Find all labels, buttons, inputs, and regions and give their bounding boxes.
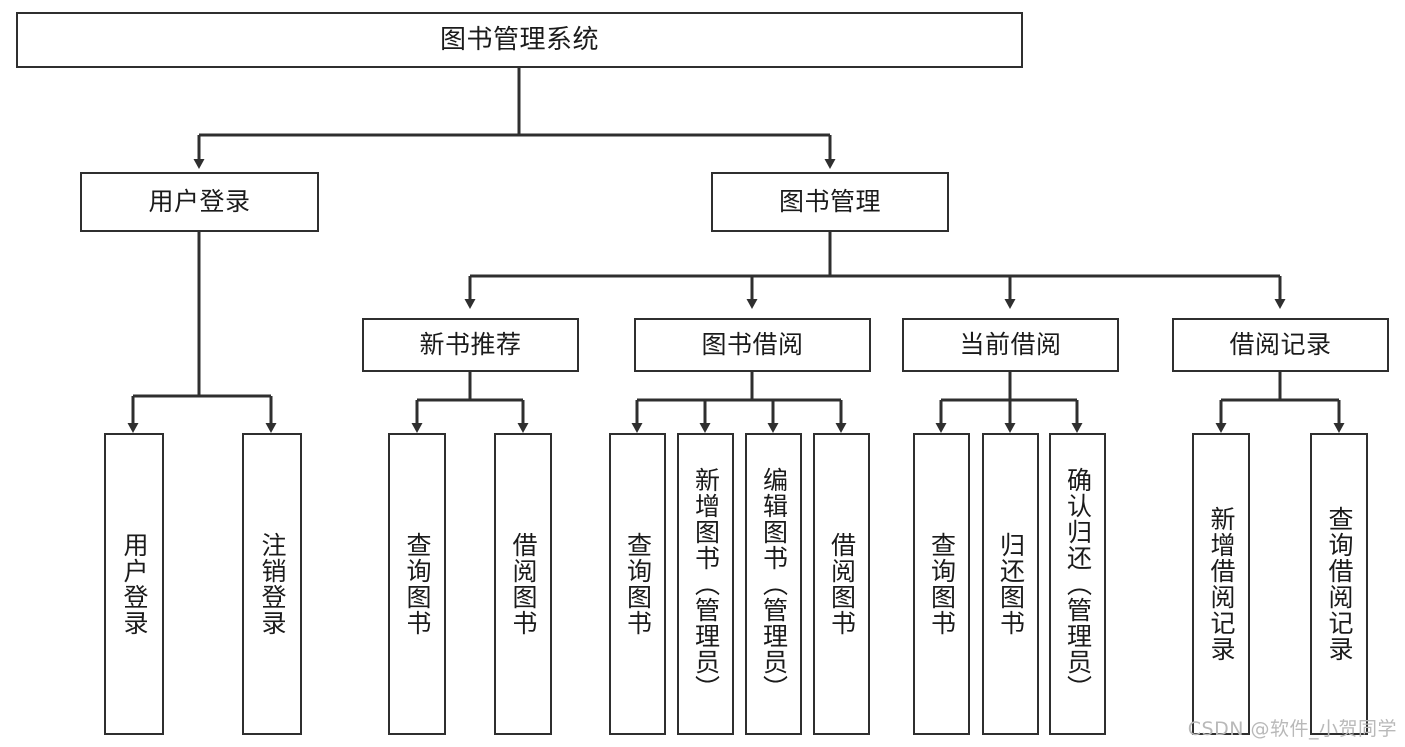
node-label: 新增借阅记录 — [1207, 506, 1236, 662]
node-label: 编辑图书（管理员） — [759, 467, 789, 701]
node-label: 图书管理 — [778, 187, 881, 217]
leaf-borrow-record-add[interactable]: 新增借阅记录 — [1192, 433, 1250, 735]
node-label: 借阅记录 — [1229, 330, 1332, 360]
node-label: 用户登录 — [148, 187, 251, 217]
node-borrow-record[interactable]: 借阅记录 — [1172, 318, 1389, 372]
node-label: 图书借阅 — [701, 330, 804, 360]
node-label: 借阅图书 — [509, 532, 538, 636]
node-new-book-recommend[interactable]: 新书推荐 — [362, 318, 579, 372]
node-label: 确认归还（管理员） — [1063, 467, 1093, 701]
node-label: 归还图书 — [996, 532, 1026, 636]
node-label: 图书管理系统 — [439, 24, 599, 55]
node-label: 注销登录 — [258, 532, 287, 636]
node-book-borrow[interactable]: 图书借阅 — [634, 318, 871, 372]
node-label: 查询图书 — [927, 532, 957, 636]
leaf-book-borrow-add[interactable]: 新增图书（管理员） — [677, 433, 734, 735]
leaf-new-book-borrow[interactable]: 借阅图书 — [494, 433, 552, 735]
node-label: 当前借阅 — [959, 330, 1062, 360]
leaf-user-login-login[interactable]: 用户登录 — [104, 433, 164, 735]
node-label: 新书推荐 — [419, 330, 522, 360]
leaf-current-borrow-return[interactable]: 归还图书 — [982, 433, 1039, 735]
leaf-new-book-query[interactable]: 查询图书 — [388, 433, 446, 735]
leaf-book-borrow-borrow[interactable]: 借阅图书 — [813, 433, 870, 735]
node-label: 新增图书（管理员） — [691, 467, 721, 701]
node-label: 查询图书 — [623, 532, 653, 636]
leaf-current-borrow-confirm-return[interactable]: 确认归还（管理员） — [1049, 433, 1106, 735]
node-book-management[interactable]: 图书管理 — [711, 172, 949, 232]
leaf-book-borrow-edit[interactable]: 编辑图书（管理员） — [745, 433, 802, 735]
leaf-current-borrow-query[interactable]: 查询图书 — [913, 433, 970, 735]
node-current-borrow[interactable]: 当前借阅 — [902, 318, 1119, 372]
leaf-borrow-record-query[interactable]: 查询借阅记录 — [1310, 433, 1368, 735]
node-user-login[interactable]: 用户登录 — [80, 172, 319, 232]
node-root-system[interactable]: 图书管理系统 — [16, 12, 1023, 68]
node-label: 查询图书 — [403, 532, 432, 636]
node-label: 查询借阅记录 — [1325, 506, 1354, 662]
node-label: 借阅图书 — [827, 532, 857, 636]
leaf-book-borrow-query[interactable]: 查询图书 — [609, 433, 666, 735]
leaf-user-login-logout[interactable]: 注销登录 — [242, 433, 302, 735]
node-label: 用户登录 — [120, 532, 149, 636]
